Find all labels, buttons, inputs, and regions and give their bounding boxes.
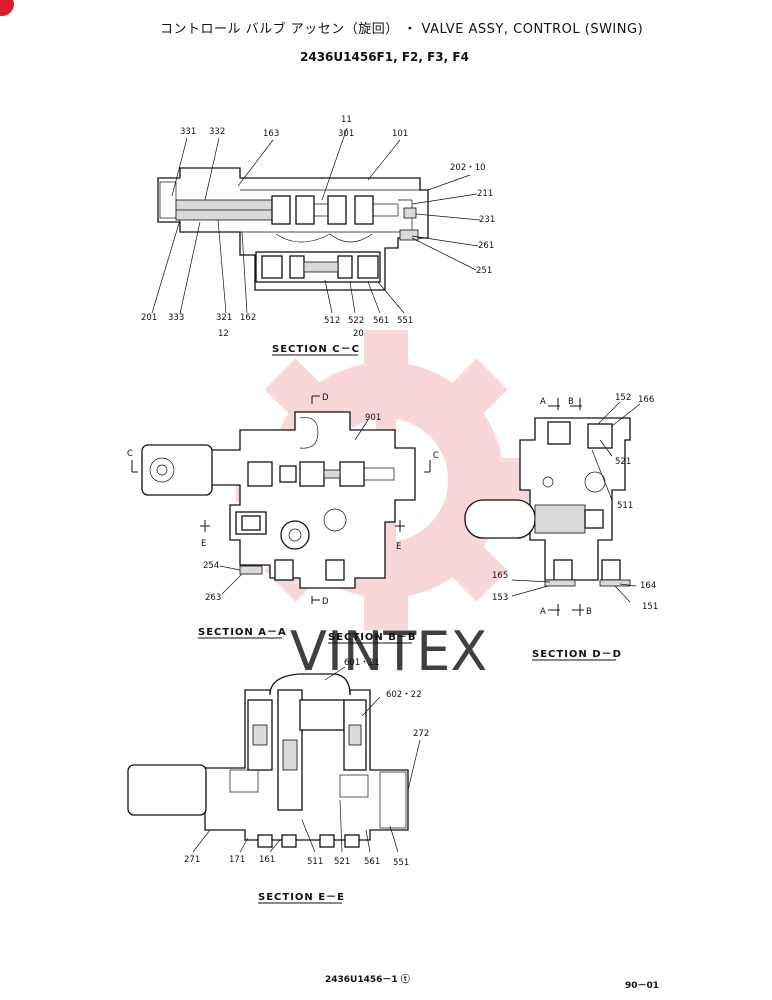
section-aa-drawing <box>141 411 416 589</box>
corner-badge-icon <box>0 0 14 16</box>
page-number: 90－01 <box>625 981 660 991</box>
callout: 12 <box>218 329 229 339</box>
callout: 901 <box>365 413 381 423</box>
callout: 261 <box>478 241 494 251</box>
cutline-label: B <box>586 607 592 617</box>
callout: 211 <box>477 189 493 199</box>
callout: 321 <box>216 313 232 323</box>
callout: 171 <box>229 855 245 865</box>
callout: 11 <box>341 115 352 125</box>
cutline-label: C <box>127 449 133 459</box>
callout: 161 <box>259 855 275 865</box>
drawing-title: コントロール バルブ アッセン（旋回） ・ VALVE ASSY, CONTRO… <box>160 22 644 37</box>
cutline-label: D <box>322 393 329 403</box>
callout: 263 <box>205 593 221 603</box>
part-numbers: 2436U1456F1, F2, F3, F4 <box>300 50 469 64</box>
callout: 522 <box>348 316 364 326</box>
callout: 231 <box>479 215 495 225</box>
callout: 561 <box>373 316 389 326</box>
section-dd-drawing <box>464 417 631 587</box>
callout: 511 <box>307 857 323 867</box>
section-bb-title: SECTION B－B <box>328 632 417 643</box>
callout: 551 <box>393 858 409 868</box>
callout: 153 <box>492 593 508 603</box>
section-dd-markers: A B 152 166 521 511 165 153 164 151 A B … <box>492 393 658 661</box>
callout: 551 <box>397 316 413 326</box>
callout: 301 <box>338 129 354 139</box>
cutline-label: B <box>568 397 574 407</box>
section-ee-leaders <box>192 666 421 853</box>
callout: 152 <box>615 393 631 403</box>
callout: 164 <box>640 581 656 591</box>
section-ee-drawing <box>127 673 409 848</box>
callout: 271 <box>184 855 200 865</box>
callout: 202・10 <box>450 163 486 173</box>
callout: 163 <box>263 129 279 139</box>
callout: 521 <box>334 857 350 867</box>
cutline-label: D <box>322 597 329 607</box>
callout: 331 <box>180 127 196 137</box>
drawing-code: 2436U1456－1 ⓣ <box>325 975 410 985</box>
callout: 602・22 <box>386 690 422 700</box>
callout: 272 <box>413 729 429 739</box>
callout: 561 <box>364 857 380 867</box>
callout: 521 <box>615 457 631 467</box>
callout: 251 <box>476 266 492 276</box>
callout: 166 <box>638 395 654 405</box>
cutline-label: C <box>433 451 439 461</box>
cutline-label: A <box>540 607 546 617</box>
section-ee-title: SECTION E－E <box>258 892 345 903</box>
callout: 151 <box>642 602 658 612</box>
section-cc-leaders <box>151 127 481 315</box>
section-dd-title: SECTION D－D <box>532 649 622 660</box>
cutline-label: A <box>540 397 546 407</box>
callout: 20 <box>353 329 364 339</box>
callout: 332 <box>209 127 225 137</box>
callout: 101 <box>392 129 408 139</box>
callout: 601・21 <box>344 658 380 668</box>
callout: 512 <box>324 316 340 326</box>
cutline-label: E <box>396 542 401 552</box>
section-cc-title: SECTION C－C <box>272 344 360 355</box>
cutline-label: E <box>201 539 206 549</box>
callout: 511 <box>617 501 633 511</box>
callout: 333 <box>168 313 184 323</box>
section-cc-drawing <box>157 167 429 291</box>
callout: 254 <box>203 561 219 571</box>
watermark-text: VINTEX <box>290 620 487 683</box>
callout: 165 <box>492 571 508 581</box>
section-cc-callouts: 331 332 163 11 301 101 202・10 211 231 26… <box>141 115 495 356</box>
section-aa-title: SECTION A－A <box>198 627 287 638</box>
section-ee-callouts: 601・21 602・22 272 271 171 161 511 521 56… <box>184 658 429 904</box>
callout: 162 <box>240 313 256 323</box>
section-aa-markers: D 901 C C E E 254 263 D SECTION A－A SECT… <box>127 393 439 644</box>
callout: 201 <box>141 313 157 323</box>
